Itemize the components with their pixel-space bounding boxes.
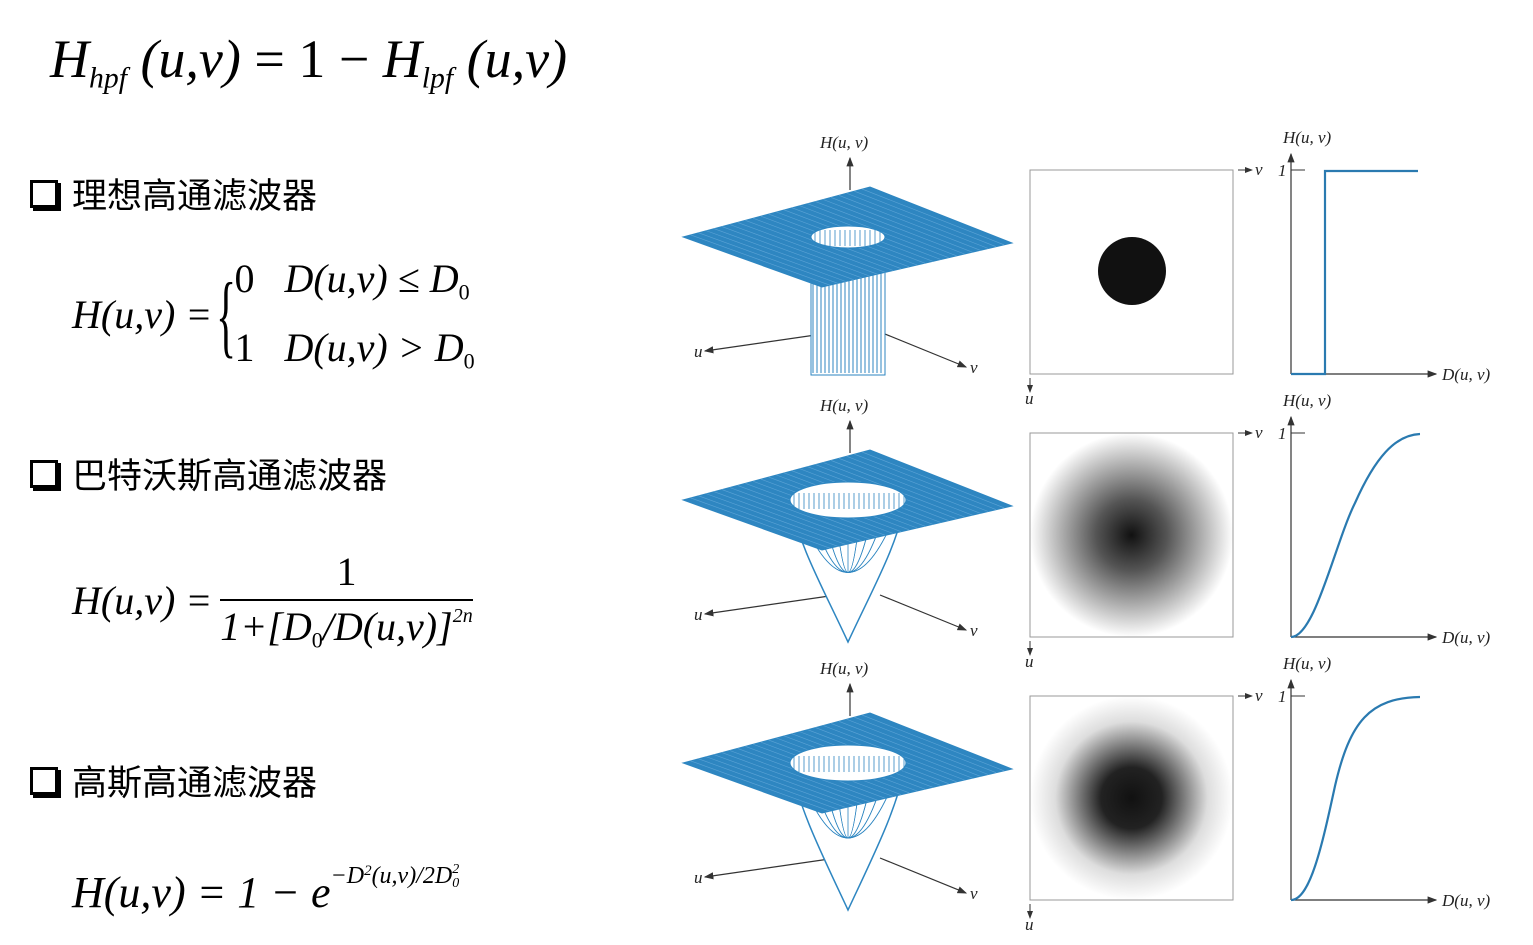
surface-grid-line [690,760,831,812]
surface-grid-line [854,190,997,247]
heading-ideal-hpf: 理想高通滤波器 [30,168,317,219]
heading-gaussian-hpf: 高斯高通滤波器 [30,755,317,806]
profile-curve [1291,169,1418,376]
profile-x-label: D(u, v) [1441,365,1490,384]
surface-axis-label: H(u, v) [819,659,868,678]
profile-curve [1290,432,1421,639]
profile-y-label: H(u, v) [1282,128,1331,147]
v-axis-label: v [970,884,978,903]
profile-curve [1290,695,1421,902]
filter-disk [1098,237,1166,305]
profile-x-label: D(u, v) [1441,628,1490,647]
main-formula: Hhpf (u,v) = 1 − Hlpf (u,v) [50,29,568,95]
bullet-box-icon [30,766,58,795]
v-axis [879,857,968,894]
image-v-label: v [1255,423,1263,442]
surface-grid-line [714,491,854,543]
formula-butterworth: H(u,v) = 1 1+[D0/D(u,v)]2n [72,549,473,653]
bullet-box-icon [30,459,58,488]
surface-grid-line [745,220,886,273]
u-axis-label: u [694,868,703,887]
v-axis-label: v [970,621,978,640]
surface-grid-line [737,222,878,275]
surface-grid-line [830,460,973,516]
surface-grid-line [862,714,1005,772]
image-u-label: u [1025,389,1034,408]
image-u-label: u [1025,652,1034,671]
v-axis [879,331,968,368]
surface-grid-line [854,716,997,773]
surface-grid-line [714,228,854,280]
surface-grid-line [729,224,870,277]
surface-grid-line [698,495,838,547]
profile-x-label: D(u, v) [1441,891,1490,910]
surface-grid-line [714,754,854,806]
surface-grid-line [846,455,989,512]
filter-image [1029,432,1234,638]
surface-grid-line [706,756,846,808]
image-v-label: v [1255,160,1263,179]
surface-grid-line [815,201,957,257]
u-axis-label: u [694,342,703,361]
surface-grid-line [830,197,973,253]
surface-grid-line [706,230,846,282]
surface-grid-line [830,723,973,779]
u-axis-label: u [694,605,703,624]
surface-grid-line [721,489,862,542]
surface-axis-label: H(u, v) [819,396,868,415]
tick-one-label: 1 [1278,424,1287,443]
surface-grid-line [721,752,862,805]
filter-image [1029,695,1234,901]
image-v-label: v [1255,686,1263,705]
surface-grid-line [690,497,831,549]
surface-hole [810,225,886,249]
surface-grid-line [721,226,862,279]
surface-grid-line [698,232,838,284]
surface-grid-line [854,453,997,510]
v-axis [879,594,968,631]
v-axis-label: v [970,358,978,377]
surface-grid-line [729,750,870,803]
image-u-label: u [1025,915,1034,934]
surface-grid-line [846,192,989,249]
tick-one-label: 1 [1278,161,1287,180]
profile-y-label: H(u, v) [1282,654,1331,673]
surface-grid-line [862,451,1005,509]
bullet-box-icon [30,179,58,208]
surface-grid-line [838,195,981,251]
surface-grid-line [862,188,1005,246]
profile-y-label: H(u, v) [1282,391,1331,410]
surface-grid-line [729,487,870,540]
formula-gaussian: H(u,v) = 1 − e−D2(u,v)/2D02 [72,862,460,917]
surface-grid-line [706,493,846,545]
surface-grid-line [690,234,831,286]
surface-grid-line [838,721,981,777]
surface-grid-line [698,758,838,810]
surface-axis-label: H(u, v) [819,133,868,152]
heading-butterworth-hpf: 巴特沃斯高通滤波器 [30,448,387,499]
surface-grid-line [823,199,965,255]
tick-one-label: 1 [1278,687,1287,706]
surface-grid-line [838,458,981,514]
surface-grid-line [846,718,989,775]
